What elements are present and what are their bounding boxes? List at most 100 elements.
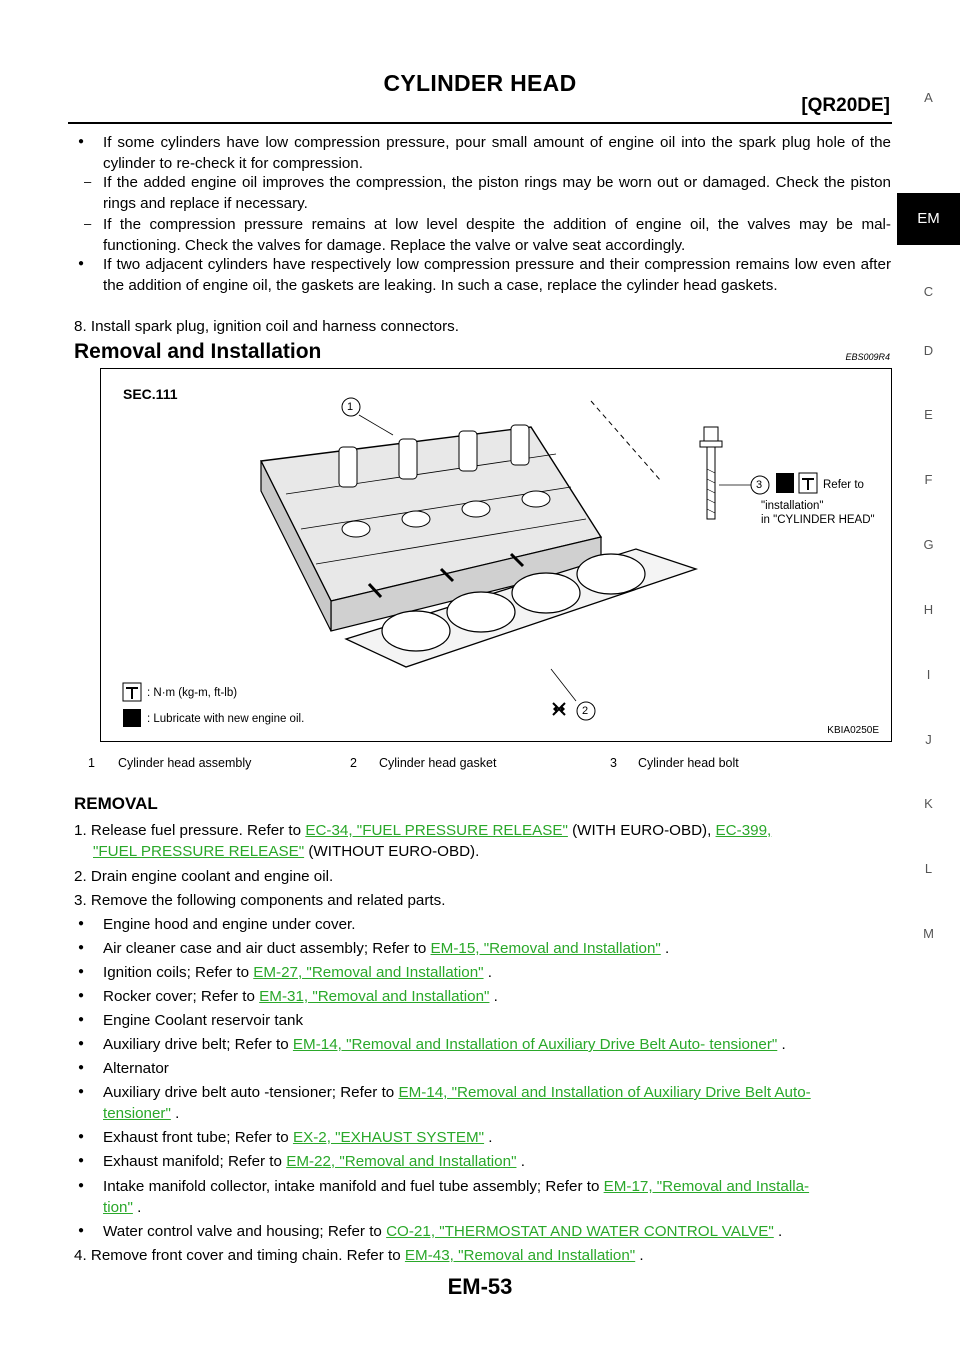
tab-l[interactable]: L — [924, 861, 933, 876]
item-text: Exhaust front tube; Refer to — [103, 1129, 293, 1146]
period: . — [483, 964, 492, 981]
link-ec-34[interactable]: EC-34, "FUEL PRESSURE RELEASE" — [305, 822, 568, 839]
item-text: Air cleaner case and air duct assembly; … — [103, 940, 431, 957]
bullet-icon: ● — [78, 1225, 85, 1236]
step-1: 1. Release fuel pressure. Refer to EC-34… — [74, 820, 891, 841]
period: . — [635, 1247, 644, 1264]
legend-num-3: 3 — [610, 756, 617, 770]
bullet-icon: ● — [78, 1131, 85, 1142]
item-exhaust-manifold: Exhaust manifold; Refer to EM-22, "Remov… — [103, 1151, 891, 1172]
legend-num-2: 2 — [350, 756, 357, 770]
period: . — [170, 1105, 180, 1122]
bullet-icon: ● — [78, 966, 85, 977]
tab-m[interactable]: M — [923, 926, 934, 941]
removal-heading: REMOVAL — [74, 794, 158, 813]
period: . — [132, 1199, 142, 1216]
link-em-17-cont[interactable]: tion" — [103, 1199, 133, 1216]
item-air-cleaner: Air cleaner case and air duct assembly; … — [103, 938, 891, 959]
engine-code: [QR20DE] — [801, 95, 890, 116]
step-2: 2. Drain engine coolant and engine oil. — [74, 868, 334, 885]
cylinder-head-figure: SEC.111 — [100, 368, 892, 742]
intro-paragraph-3: If the compression pressure remains at l… — [103, 216, 891, 254]
step-1-cont: "FUEL PRESSURE RELEASE" (WITHOUT EURO-OB… — [93, 841, 891, 862]
legend-label-3: Cylinder head bolt — [638, 756, 739, 770]
link-em-17[interactable]: EM-17, "Removal and Installa- — [603, 1178, 810, 1195]
figure-code: KBIA0250E — [827, 725, 879, 736]
torque-legend-label: : N·m (kg-m, ft-lb) — [147, 687, 238, 699]
bullet-icon: ● — [78, 1014, 85, 1025]
legend-label-1: Cylinder head assembly — [118, 756, 252, 770]
period: . — [660, 940, 670, 957]
link-ex-2[interactable]: EX-2, "EXHAUST SYSTEM" — [292, 1129, 485, 1146]
tab-d[interactable]: D — [923, 343, 934, 358]
link-em-31[interactable]: EM-31, "Removal and Installation" — [259, 988, 490, 1005]
tab-k[interactable]: K — [924, 796, 933, 811]
tab-c[interactable]: C — [923, 284, 934, 299]
bullet-icon: ● — [78, 1062, 85, 1073]
item-text: Auxiliary drive belt; Refer to — [103, 1036, 293, 1053]
item-rocker-cover: Rocker cover; Refer to EM-31, "Removal a… — [103, 986, 891, 1007]
dash-icon: – — [84, 216, 92, 231]
link-em-14-tensioner-cont[interactable]: tensioner" — [103, 1105, 171, 1122]
tab-a[interactable]: A — [924, 90, 933, 105]
tab-i[interactable]: I — [926, 667, 931, 682]
item-text: Water control valve and housing; Refer t… — [103, 1223, 387, 1240]
tab-j[interactable]: J — [925, 732, 932, 747]
item-hood: Engine hood and engine under cover. — [103, 916, 356, 933]
step-4-text: 4. Remove front cover and timing chain. … — [74, 1247, 405, 1264]
period: . — [773, 1223, 783, 1240]
step-1-mid: (WITH EURO-OBD), — [567, 822, 716, 839]
legend-num-1: 1 — [88, 756, 95, 770]
link-ec-399-cont[interactable]: "FUEL PRESSURE RELEASE" — [93, 843, 305, 860]
intro-paragraph-4: If two adjacent cylinders have respectiv… — [103, 256, 891, 294]
link-em-14-tensioner[interactable]: EM-14, "Removal and Installation of Auxi… — [398, 1084, 811, 1101]
refer-text-1: Refer to — [823, 479, 864, 491]
section-title: Removal and Installation — [74, 340, 322, 363]
step-1-post: (WITHOUT EURO-OBD). — [304, 843, 480, 860]
link-em-43[interactable]: EM-43, "Removal and Installation" — [404, 1247, 636, 1264]
link-co-21[interactable]: CO-21, "THERMOSTAT AND WATER CONTROL VAL… — [386, 1223, 774, 1240]
link-em-15[interactable]: EM-15, "Removal and Installation" — [430, 940, 661, 957]
item-text: Ignition coils; Refer to — [103, 964, 254, 981]
refer-text-3: in "CYLINDER HEAD" — [761, 514, 875, 526]
bullet-icon: ● — [78, 1086, 85, 1097]
bullet-icon: ● — [78, 918, 85, 929]
page-title: CYLINDER HEAD — [383, 70, 577, 96]
period: . — [777, 1036, 786, 1053]
tab-em[interactable]: EM — [897, 193, 960, 245]
tab-e[interactable]: E — [924, 407, 933, 422]
tab-f[interactable]: F — [924, 472, 933, 487]
tab-g[interactable]: G — [923, 537, 934, 552]
item-auto-tensioner: Auxiliary drive belt auto -tensioner; Re… — [103, 1082, 891, 1103]
item-alternator: Alternator — [103, 1060, 169, 1077]
link-em-27[interactable]: EM-27, "Removal and Installation" — [253, 964, 484, 981]
item-exhaust-tube: Exhaust front tube; Refer to EX-2, "EXHA… — [103, 1127, 891, 1148]
page-number: EM-53 — [447, 1274, 513, 1299]
figure-sec-label: SEC.111 — [123, 386, 178, 402]
section-code: EBS009R4 — [845, 352, 890, 362]
item-intake-manifold-cont: tion" . — [103, 1197, 891, 1218]
link-em-14[interactable]: EM-14, "Removal and Installation of Auxi… — [292, 1036, 778, 1053]
item-text: Auxiliary drive belt auto -tensioner; Re… — [103, 1084, 399, 1101]
item-reservoir: Engine Coolant reservoir tank — [103, 1012, 304, 1029]
item-ignition-coils: Ignition coils; Refer to EM-27, "Removal… — [103, 962, 891, 983]
tab-h[interactable]: H — [923, 602, 934, 617]
link-ec-399[interactable]: EC-399, — [715, 822, 772, 839]
bullet-icon: ● — [78, 990, 85, 1001]
bullet-icon: ● — [78, 1180, 85, 1191]
callout-1: 1 — [347, 401, 354, 413]
legend-label-2: Cylinder head gasket — [379, 756, 497, 770]
dash-icon: – — [84, 174, 92, 189]
refer-text-2: "installation" — [761, 500, 824, 512]
step-1-text: 1. Release fuel pressure. Refer to — [74, 822, 306, 839]
header-rule — [68, 122, 892, 124]
intro-paragraph-2: If the added engine oil improves the com… — [103, 174, 891, 212]
item-water-control-valve: Water control valve and housing; Refer t… — [103, 1221, 891, 1242]
link-em-22[interactable]: EM-22, "Removal and Installation" — [286, 1153, 517, 1170]
period: . — [489, 988, 498, 1005]
item-text: Rocker cover; Refer to — [103, 988, 260, 1005]
callout-2: 2 — [582, 705, 589, 717]
intro-paragraph-1: If some cylinders have low compression p… — [103, 134, 891, 172]
period: . — [516, 1153, 525, 1170]
step-3: 3. Remove the following components and r… — [74, 892, 446, 909]
